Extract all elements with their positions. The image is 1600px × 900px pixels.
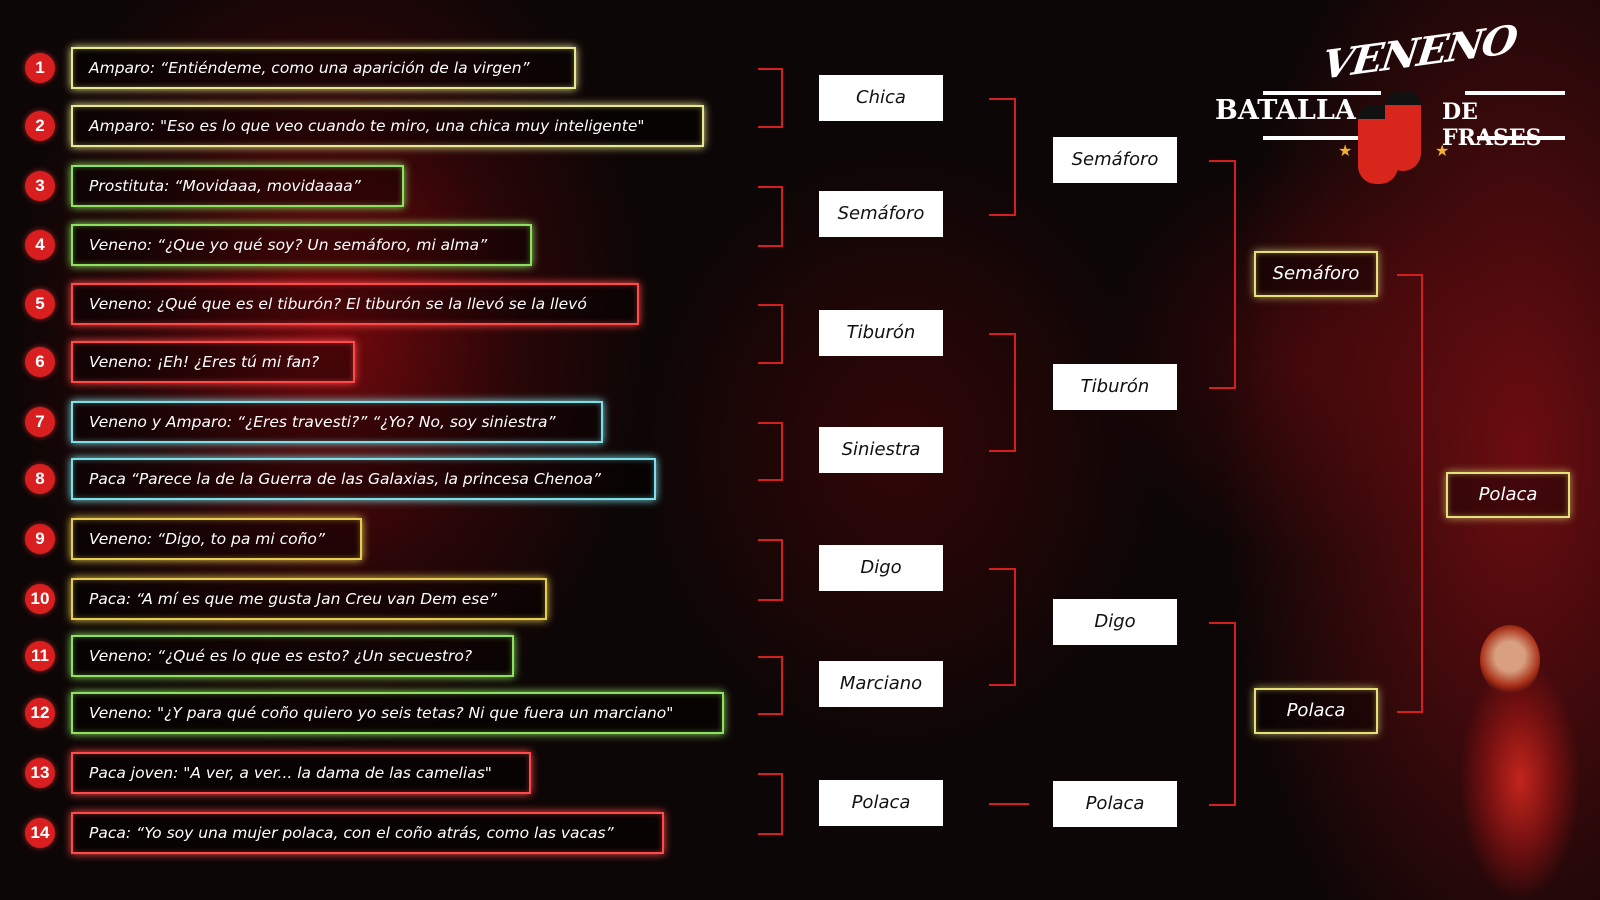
bracket-connector	[758, 773, 783, 835]
quote-number: 1	[25, 53, 55, 83]
round2-winner[interactable]: Digo	[1053, 599, 1177, 645]
bracket-connector	[989, 98, 1016, 216]
quote-number: 14	[25, 818, 55, 848]
quote-item[interactable]: Amparo: “Entiéndeme, como una aparición …	[71, 47, 576, 89]
quote-item[interactable]: Veneno: “¿Qué es lo que es esto? ¿Un sec…	[71, 635, 514, 677]
quote-number: 3	[25, 171, 55, 201]
bracket-connector	[989, 803, 1029, 805]
quote-item[interactable]: Paca: “A mí es que me gusta Jan Creu van…	[71, 578, 547, 620]
logo-title-left: BATALLA	[1215, 95, 1356, 126]
bracket-connector	[989, 568, 1016, 686]
quote-number: 8	[25, 464, 55, 494]
round1-winner[interactable]: Marciano	[819, 661, 943, 707]
logo: VENENO BATALLA DE FRASES ★ ★	[1210, 16, 1580, 190]
bracket-connector	[1209, 160, 1236, 389]
semifinal-winner[interactable]: Semáforo	[1254, 251, 1378, 297]
round1-winner[interactable]: Polaca	[819, 780, 943, 826]
bracket-connector	[758, 539, 783, 601]
bracket-connector	[758, 422, 783, 481]
star-icon: ★	[1338, 141, 1353, 160]
round2-winner[interactable]: Polaca	[1053, 781, 1177, 827]
quote-number: 11	[25, 641, 55, 671]
logo-brand: VENENO	[1319, 16, 1519, 89]
quote-item[interactable]: Paca: “Yo soy una mujer polaca, con el c…	[71, 812, 664, 854]
round1-winner[interactable]: Tiburón	[819, 310, 943, 356]
boxing-glove-icon	[1385, 91, 1421, 171]
quote-number: 6	[25, 347, 55, 377]
quote-number: 13	[25, 758, 55, 788]
quote-number: 5	[25, 289, 55, 319]
bracket-connector	[989, 333, 1016, 452]
semifinal-winner[interactable]: Polaca	[1254, 688, 1378, 734]
quote-number: 12	[25, 698, 55, 728]
quote-number: 7	[25, 407, 55, 437]
bracket-connector	[758, 656, 783, 715]
final-winner[interactable]: Polaca	[1446, 472, 1570, 518]
quote-item[interactable]: Veneno: ¿Qué que es el tiburón? El tibur…	[71, 283, 639, 325]
round2-winner[interactable]: Tiburón	[1053, 364, 1177, 410]
quote-item[interactable]: Paca “Parece la de la Guerra de las Gala…	[71, 458, 656, 500]
bracket-connector	[758, 304, 783, 364]
character-hair	[1480, 625, 1540, 695]
quote-item[interactable]: Prostituta: “Movidaaa, movidaaaa”	[71, 165, 404, 207]
round1-winner[interactable]: Chica	[819, 75, 943, 121]
quote-number: 10	[25, 584, 55, 614]
bracket-connector	[758, 68, 783, 128]
bracket-connector	[1209, 622, 1236, 806]
quote-item[interactable]: Veneno y Amparo: “¿Eres travesti?” “¿Yo?…	[71, 401, 603, 443]
star-icon: ★	[1435, 141, 1450, 160]
bracket-connector	[758, 186, 783, 247]
bracket-connector	[1397, 274, 1423, 713]
quote-number: 4	[25, 230, 55, 260]
quote-item[interactable]: Paca joven: "A ver, a ver... la dama de …	[71, 752, 531, 794]
round1-winner[interactable]: Semáforo	[819, 191, 943, 237]
quote-item[interactable]: Veneno: “Digo, to pa mi coño”	[71, 518, 362, 560]
quote-item[interactable]: Veneno: “¿Que yo qué soy? Un semáforo, m…	[71, 224, 532, 266]
quote-item[interactable]: Veneno: ¡Eh! ¿Eres tú mi fan?	[71, 341, 355, 383]
quote-item[interactable]: Amparo: "Eso es lo que veo cuando te mir…	[71, 105, 704, 147]
round1-winner[interactable]: Digo	[819, 545, 943, 591]
quote-number: 2	[25, 111, 55, 141]
round1-winner[interactable]: Siniestra	[819, 427, 943, 473]
logo-title-right: DE FRASES	[1442, 99, 1542, 151]
quote-item[interactable]: Veneno: "¿Y para qué coño quiero yo seis…	[71, 692, 724, 734]
round2-winner[interactable]: Semáforo	[1053, 137, 1177, 183]
quote-number: 9	[25, 524, 55, 554]
